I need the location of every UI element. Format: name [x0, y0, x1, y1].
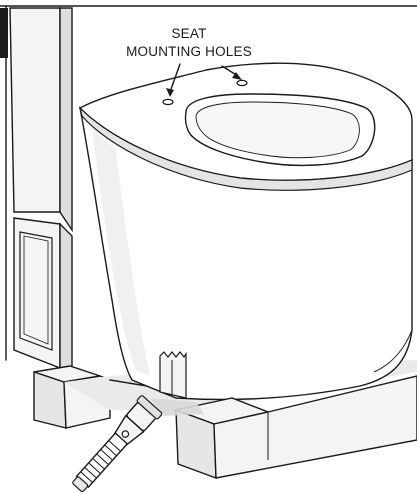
wooden-block-right — [173, 375, 417, 480]
wall-panel — [0, 7, 73, 373]
light-beam — [150, 398, 204, 416]
frame-border — [0, 5, 417, 361]
mounting-hole-right — [236, 79, 248, 87]
flashlight-icon — [72, 395, 163, 492]
seat-mounting-holes — [162, 79, 248, 106]
callout-label: SEAT MOUNTING HOLES — [126, 26, 252, 59]
toilet-bowl — [78, 62, 413, 401]
callout-line-2: MOUNTING HOLES — [126, 44, 252, 59]
tape-strip — [159, 351, 187, 399]
callout-line-1: SEAT — [171, 26, 206, 41]
callout-leaders — [166, 63, 242, 97]
mounting-hole-left — [162, 98, 174, 106]
